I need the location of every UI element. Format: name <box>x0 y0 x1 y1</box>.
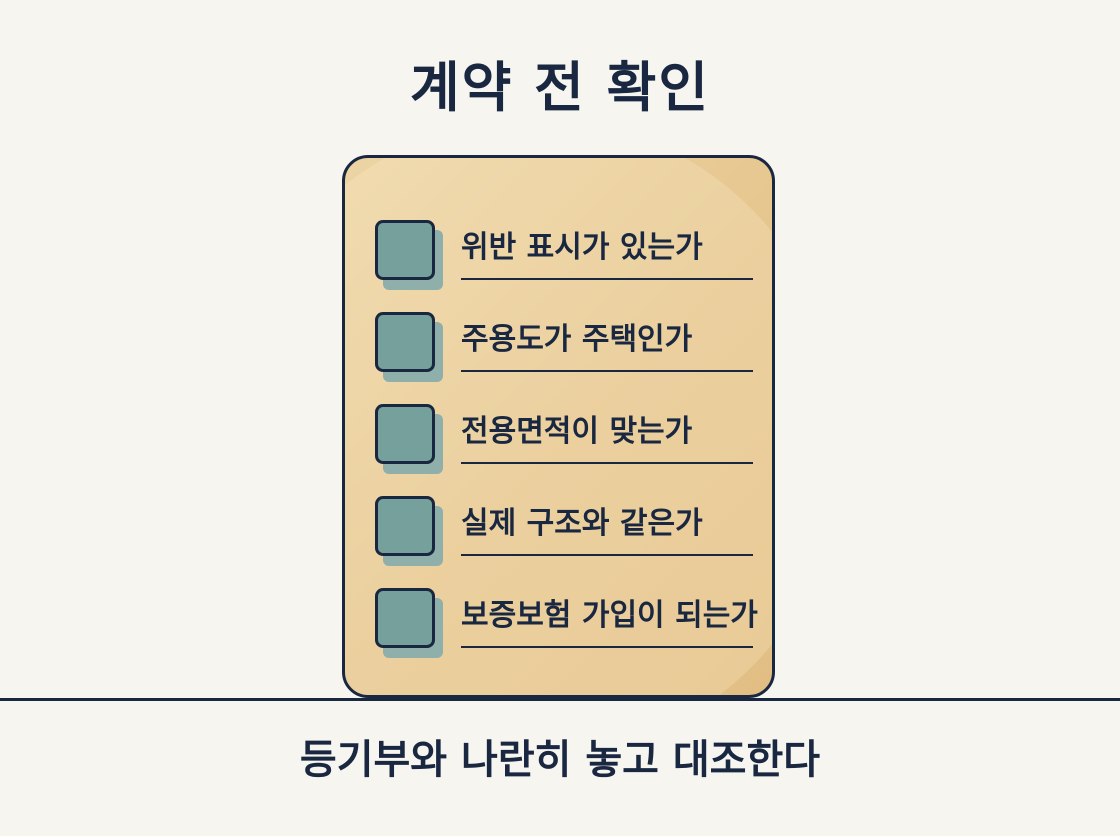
checklist-card: 위반 표시가 있는가 주용도가 주택인가 전용면적이 맞는가 실제 구조와 같은… <box>342 155 775 698</box>
page-title: 계약 전 확인 <box>410 56 710 119</box>
checklist-item-label: 주용도가 주택인가 <box>461 322 693 357</box>
item-underline <box>461 370 753 372</box>
caption: 등기부와 나란히 놓고 대조한다 <box>299 737 821 783</box>
item-underline <box>461 462 753 464</box>
checkbox[interactable] <box>375 220 435 280</box>
checklist-item-label: 보증보험 가입이 되는가 <box>461 598 758 633</box>
checklist-item-label: 실제 구조와 같은가 <box>461 506 703 541</box>
checklist-item[interactable]: 전용면적이 맞는가 <box>375 404 755 474</box>
item-underline <box>461 646 753 648</box>
checklist-item[interactable]: 보증보험 가입이 되는가 <box>375 588 758 658</box>
checkbox[interactable] <box>375 404 435 464</box>
item-underline <box>461 554 753 556</box>
checklist-item[interactable]: 실제 구조와 같은가 <box>375 496 755 566</box>
ground-line <box>0 698 1120 701</box>
checklist-item[interactable]: 위반 표시가 있는가 <box>375 220 755 290</box>
checkbox[interactable] <box>375 496 435 556</box>
checkbox[interactable] <box>375 312 435 372</box>
checkbox[interactable] <box>375 588 435 648</box>
checklist-item-label: 위반 표시가 있는가 <box>461 230 703 265</box>
checklist-item-label: 전용면적이 맞는가 <box>461 414 693 449</box>
checklist-item[interactable]: 주용도가 주택인가 <box>375 312 755 382</box>
item-underline <box>461 278 753 280</box>
